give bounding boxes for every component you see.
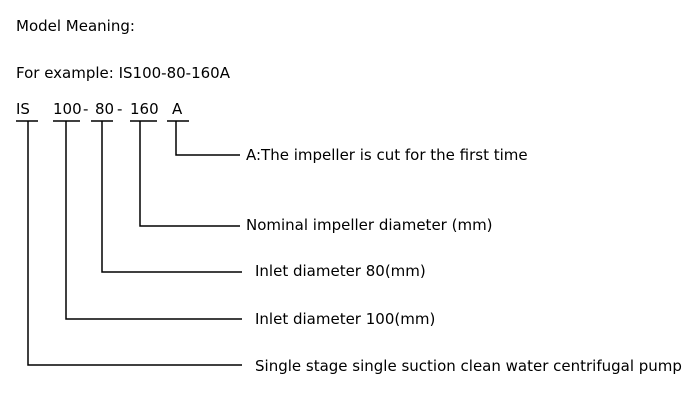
code-part1: 100 — [53, 100, 82, 118]
meaning-part3: Nominal impeller diameter (mm) — [246, 216, 493, 234]
code-suffix: A — [172, 100, 183, 118]
meaning-part1: Inlet diameter 100(mm) — [255, 310, 436, 328]
code-part3: 160 — [130, 100, 159, 118]
heading: Model Meaning: — [16, 17, 135, 35]
leader-part3 — [139, 121, 240, 227]
leader-suffix — [175, 121, 240, 156]
meaning-series: Single stage single suction clean water … — [255, 357, 682, 375]
leader-part2 — [101, 121, 242, 273]
example-line: For example: IS100-80-160A — [16, 64, 230, 82]
code-dash1: - — [83, 100, 89, 118]
meaning-suffix: A:The impeller is cut for the first time — [246, 146, 528, 164]
leader-series — [27, 121, 242, 366]
code-dash2: - — [117, 100, 123, 118]
meaning-part2: Inlet diameter 80(mm) — [255, 262, 426, 280]
code-series: IS — [16, 100, 30, 118]
code-part2: 80 — [95, 100, 115, 118]
leader-part1 — [65, 121, 242, 320]
